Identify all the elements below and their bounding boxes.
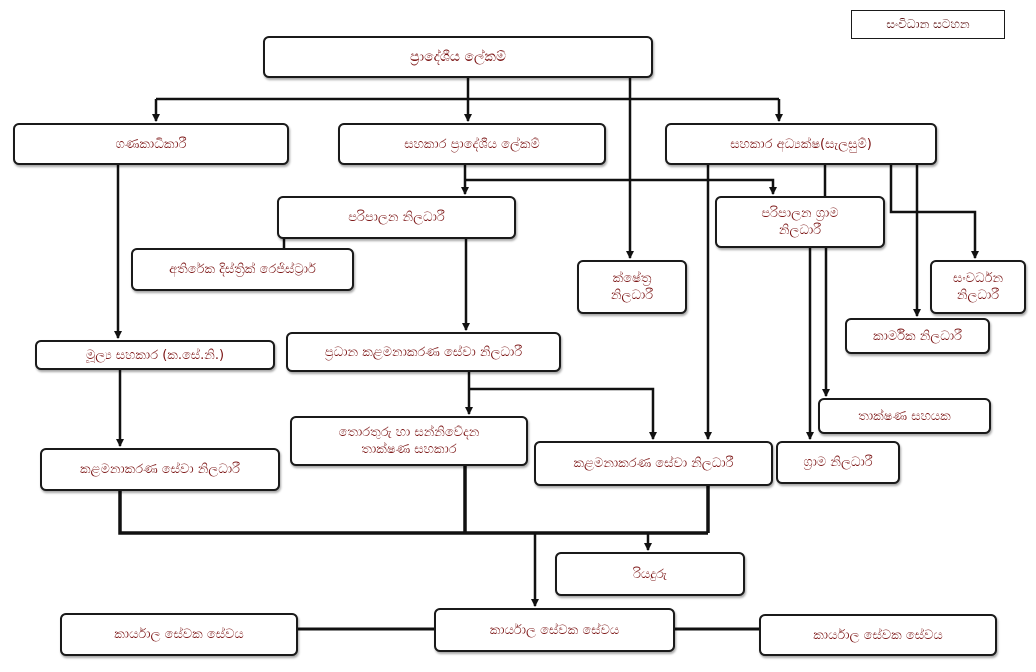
additional-district-registrar-box: අතිරේක දිස්ත්‍රික් රෙජිස්ට්‍රාර්: [131, 248, 354, 291]
office-staff-right-box: කාර්යාල සේවක සේවය: [759, 614, 997, 656]
administrative-grama-officer-box: පරිපාලන ග්‍රාම නිලධාරී: [715, 196, 885, 248]
driver-box: රියදුරු: [555, 552, 745, 596]
field-officer-box: ක්ෂේත්‍ර නිලධාරී: [577, 260, 687, 314]
connector-line-19: [469, 387, 657, 440]
grama-officer-box: ග්‍රාම නිලධාරී: [776, 441, 900, 484]
accountant-box: ගණකාධිකාරී: [13, 123, 289, 165]
development-officer-box: සංවර්ධන නිලධාරී: [930, 260, 1026, 314]
office-staff-left-box: කාර්යාල සේවක සේවය: [60, 613, 298, 656]
technical-assistant-box: තාක්ෂණ සහයක: [818, 398, 991, 434]
ict-assistant-box: තොරතුරු හා සන්නිවේදන තාක්ෂණ සහකාර: [290, 416, 528, 466]
office-staff-mid-box: කාර්යාල සේවක සේවය: [434, 608, 675, 652]
assistant-divisional-secretary-box: සහකාර ප්‍රාදේශීය ලේකම්: [338, 123, 606, 165]
administrative-officer-box: පරිපාලන නිලධාරී: [277, 196, 516, 239]
industrial-officer-box: කාර්මික නිලධාරී: [845, 318, 990, 354]
management-service-officer-mid-box: කළමනාකරණ සේවා නිලධාරී: [534, 441, 773, 486]
connector-line-7: [465, 178, 777, 195]
management-service-officer-left-box: කළමනාකරණ සේවා නිලධාරී: [40, 448, 280, 491]
connector-line-20: [118, 491, 708, 535]
financial-assistant-box: මූල්‍ය සහකාර (ක.සේ.නි.): [35, 340, 275, 370]
assistant-director-planning-box: සහකාර අධ්‍යක්ෂ(සැලසුම්): [665, 123, 937, 165]
connector-line-12: [889, 165, 979, 259]
divisional-secretary-box: ප්‍රාදේශීය ලේකම්: [263, 36, 653, 78]
chart-title: සංවිධාන සටහන: [851, 10, 1005, 39]
chief-management-service-officer-box: ප්‍රධාන කළමනාකරණ සේවා නිලධාරී: [286, 332, 561, 372]
